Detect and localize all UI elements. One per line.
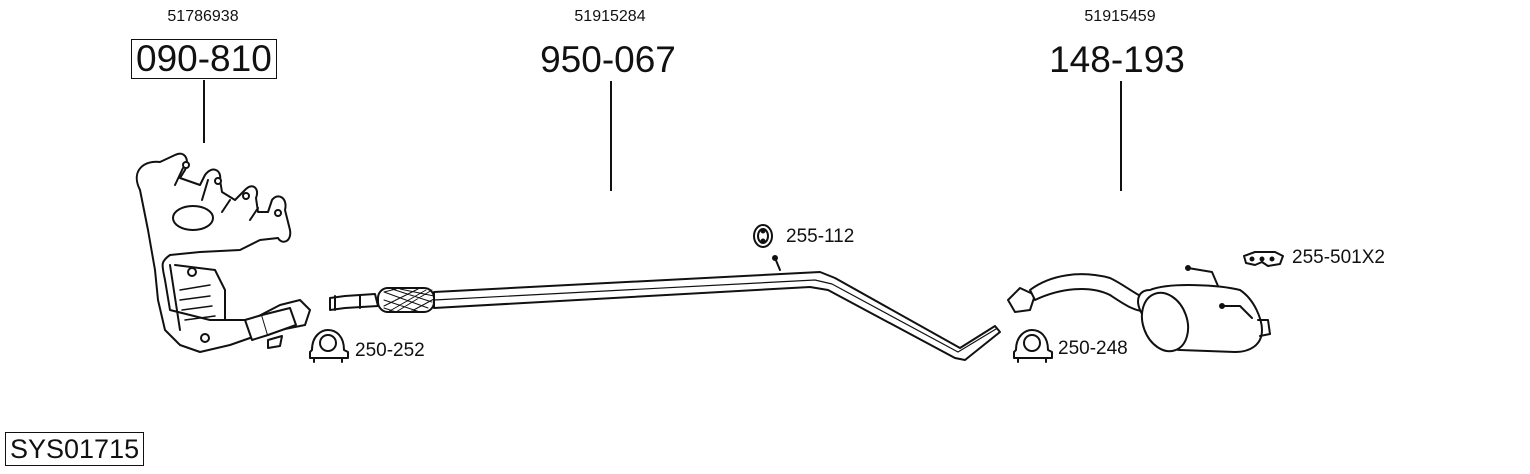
leader-line-catalytic [203,80,205,143]
part-number-front-pipe[interactable]: 950-067 [540,39,676,80]
rear-silencer-drawing[interactable] [1007,265,1271,358]
accessory-label-255-112[interactable]: 255-112 [786,226,855,247]
part-number-rear-silencer[interactable]: 148-193 [1049,39,1185,80]
front-pipe-drawing[interactable] [329,255,1001,361]
oe-number-front-pipe: 51915284 [574,8,646,25]
leader-line-rear-silencer [1120,81,1122,191]
accessory-label-250-248[interactable]: 250-248 [1058,338,1128,359]
accessory-label-250-252[interactable]: 250-252 [355,340,425,361]
system-code-label: SYS01715 [5,432,145,466]
clamp-250-252-drawing[interactable] [309,329,349,363]
rubber-strap-255-501-drawing[interactable] [1243,251,1284,267]
oe-number-rear-silencer: 51915459 [1084,8,1156,25]
part-number-catalytic[interactable]: 090-810 [131,39,277,79]
catalytic-manifold-drawing[interactable] [135,152,311,353]
oe-number-catalytic: 51786938 [167,8,239,25]
clamp-250-248-drawing[interactable] [1013,329,1053,363]
accessory-label-255-501x2[interactable]: 255-501X2 [1292,247,1385,268]
leader-line-front-pipe [610,81,612,191]
rubber-ring-255-112-drawing[interactable] [753,224,773,248]
